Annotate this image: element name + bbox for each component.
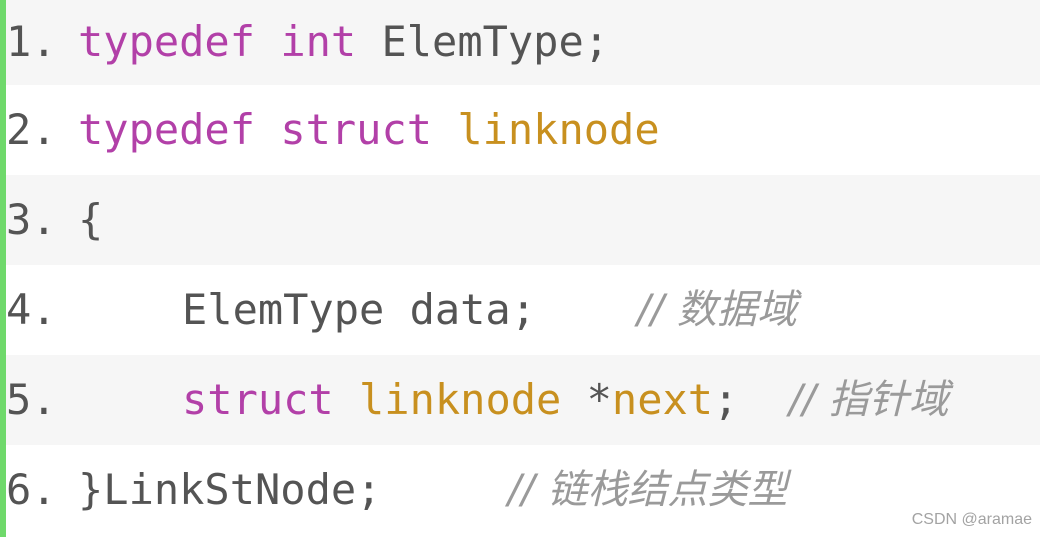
line-number: 2. bbox=[6, 105, 57, 154]
line-number: 1. bbox=[6, 17, 57, 66]
keyword-int: int bbox=[280, 17, 357, 66]
keyword-struct: struct bbox=[182, 375, 334, 424]
keyword-struct: struct bbox=[280, 105, 433, 154]
code-comment: // 数据域 bbox=[637, 287, 797, 333]
code-line: 5. struct linknode *next; // 指针域 bbox=[6, 355, 1040, 445]
csdn-watermark: CSDN @aramae bbox=[911, 511, 1032, 528]
identifier-elemtype: ElemType; bbox=[381, 17, 610, 66]
code-line: 4. ElemType data; // 数据域 bbox=[6, 265, 1040, 355]
type-linknode: linknode bbox=[457, 105, 660, 154]
keyword-typedef: typedef bbox=[78, 17, 256, 66]
code-comment: // 链栈结点类型 bbox=[507, 467, 788, 513]
code-line: 1. typedef int ElemType; bbox=[6, 0, 1040, 85]
field-declaration-data: ElemType data; bbox=[182, 285, 537, 334]
code-comment: // 指针域 bbox=[788, 377, 949, 423]
line-number: 3. bbox=[6, 195, 57, 244]
type-linknode: linknode bbox=[359, 375, 562, 424]
typedef-close-linkstnode: }LinkStNode; bbox=[78, 465, 382, 514]
keyword-typedef: typedef bbox=[78, 105, 256, 154]
line-number: 5. bbox=[6, 375, 57, 424]
open-brace: { bbox=[78, 195, 104, 244]
line-number: 4. bbox=[6, 285, 57, 334]
line-number: 6. bbox=[6, 465, 57, 514]
code-line: 3. { bbox=[6, 175, 1040, 265]
semicolon: ; bbox=[713, 375, 739, 424]
code-line: 2. typedef struct linknode bbox=[6, 85, 1040, 175]
field-next: next bbox=[611, 375, 714, 424]
code-gutter-bar bbox=[0, 0, 6, 537]
pointer-star: * bbox=[586, 375, 612, 424]
code-line: 6. }LinkStNode; // 链栈结点类型 bbox=[6, 445, 1040, 535]
